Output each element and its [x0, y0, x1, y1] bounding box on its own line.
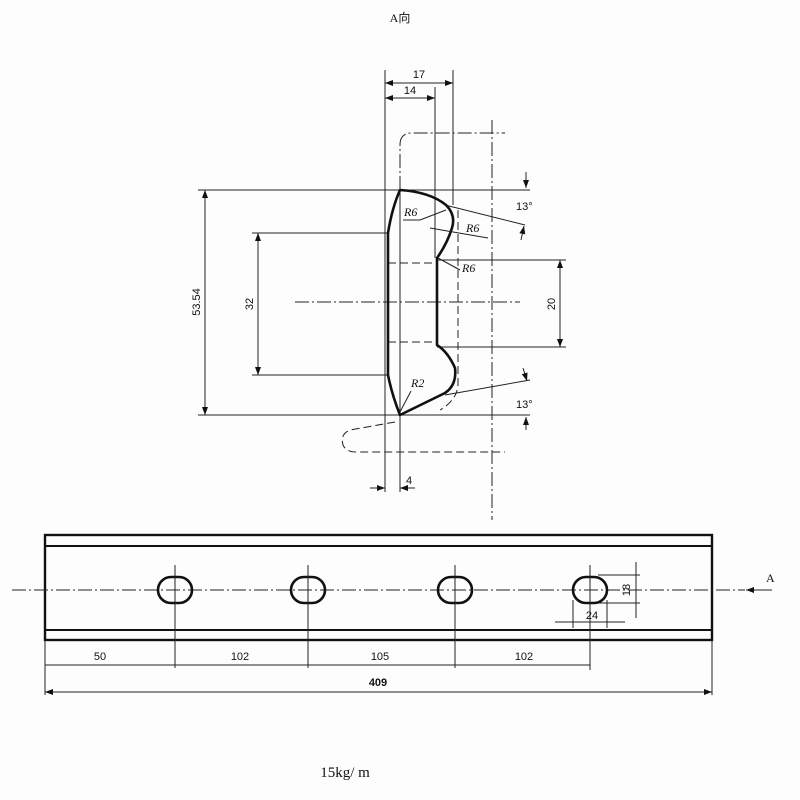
- total-length: 409: [369, 677, 387, 689]
- dim-17: 17: [413, 69, 425, 81]
- section-view: 17 14 13° 13° R6 R6 R6: [191, 69, 566, 520]
- view-title: A向: [390, 10, 411, 25]
- spacing-2: 105: [371, 651, 389, 663]
- radius-label: R6: [465, 221, 479, 235]
- radius-label: R6: [461, 261, 475, 275]
- spacing-0: 50: [94, 651, 106, 663]
- dim-32: 32: [244, 298, 256, 310]
- caption: 15kg/ m: [320, 765, 370, 781]
- dim-4: 4: [406, 475, 412, 487]
- radius-label: R2: [410, 376, 424, 390]
- spacing-1: 102: [231, 651, 249, 663]
- plan-view: 50 102 105 102 409 24 18 A: [12, 533, 775, 695]
- spacing-3: 102: [515, 651, 533, 663]
- fishplate-profile: [386, 188, 457, 417]
- angle-bottom: 13°: [516, 399, 533, 411]
- dim-53-54: 53.54: [191, 288, 203, 316]
- angle-top: 13°: [516, 201, 533, 213]
- radius-label: R6: [403, 205, 417, 219]
- view-marker-a: A: [766, 571, 775, 585]
- dim-20: 20: [546, 298, 558, 310]
- hole-height: 18: [621, 584, 633, 596]
- dim-14: 14: [404, 85, 416, 97]
- hole-width: 24: [586, 610, 598, 622]
